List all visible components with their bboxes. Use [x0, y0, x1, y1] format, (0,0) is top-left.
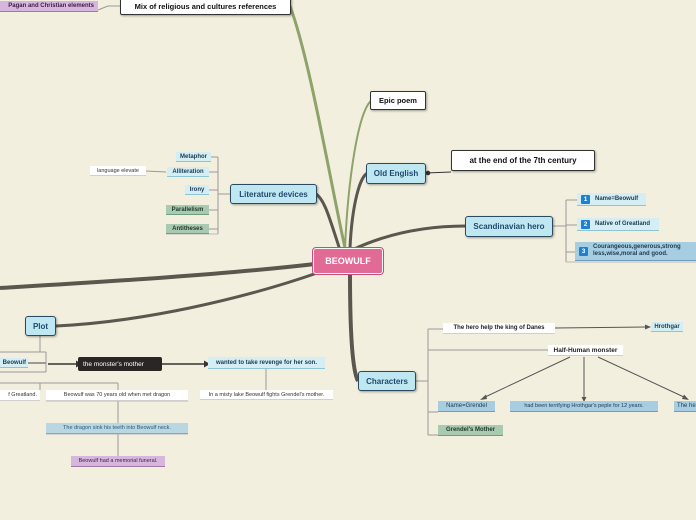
plot-beowulf[interactable]: Beowulf — [0, 358, 28, 368]
char-the-he[interactable]: The he — [674, 401, 696, 412]
char-hero-helps-king[interactable]: The hero help the king of Danes — [443, 323, 555, 334]
device-parallelism[interactable]: Parallelism — [166, 205, 209, 215]
number-2-icon: 2 — [581, 219, 590, 229]
pagan-christian-subtopic[interactable]: Pagan and Christian elements — [0, 1, 98, 12]
central-topic-beowulf[interactable]: BEOWULF — [313, 248, 383, 274]
plot-dragon[interactable]: The dragon sink his teeth into Beowulf n… — [46, 423, 188, 434]
hero-fact-label: Name=Beowulf — [595, 196, 639, 202]
hero-fact-traits[interactable]: 3 Courangeous,generous,strong less,wise,… — [575, 242, 696, 261]
char-half-human-monster[interactable]: Half-Human monster — [548, 345, 623, 356]
characters-topic[interactable]: Characters — [358, 371, 416, 391]
char-name-grendel[interactable]: Name=Grendel — [438, 401, 495, 412]
hero-fact-native[interactable]: 2 Native of Greatland — [577, 218, 659, 231]
language-elevate-note[interactable]: language elevate — [90, 166, 146, 176]
char-grendels-mother[interactable]: Grendel's Mother — [438, 425, 503, 436]
plot-monster-mother[interactable]: the monster's mother — [78, 357, 162, 371]
number-1-icon: 1 — [581, 194, 590, 204]
old-english-topic[interactable]: Old English — [366, 163, 426, 184]
device-irony[interactable]: Irony — [185, 185, 209, 195]
literature-devices-topic[interactable]: Literature devices — [230, 184, 317, 204]
epic-poem-topic[interactable]: Epic poem — [370, 91, 426, 110]
plot-greatland[interactable]: f Greatland. — [0, 390, 40, 401]
device-metaphor[interactable]: Metaphor — [176, 152, 211, 162]
char-terrifying[interactable]: had been terrifying Hrothgar's peple for… — [510, 401, 658, 412]
device-alliteration[interactable]: Alliteration — [167, 167, 209, 177]
hero-fact-name[interactable]: 1 Name=Beowulf — [577, 193, 646, 206]
plot-revenge[interactable]: wanted to take revenge for her son. — [208, 357, 325, 369]
hero-fact-label: Courangeous,generous,strong less,wise,mo… — [593, 244, 681, 257]
mix-topic[interactable]: Mix of religious and cultures references — [120, 0, 291, 15]
char-hrothgar[interactable]: Hrothgar — [651, 322, 683, 332]
plot-funeral[interactable]: Beowulf had a memorial funeral. — [71, 456, 165, 467]
plot-topic[interactable]: Plot — [25, 316, 56, 336]
seventh-century-topic[interactable]: at the end of the 7th century — [451, 150, 595, 171]
plot-misty-lake[interactable]: In a misty lake Beowulf fights Grendel's… — [200, 390, 333, 400]
number-3-icon: 3 — [579, 246, 588, 256]
plot-seventy-years[interactable]: Beowulf was 70 years old when met dragon — [46, 390, 188, 401]
device-antitheses[interactable]: Antitheses — [166, 224, 209, 234]
scandinavian-hero-topic[interactable]: Scandinavian hero — [465, 216, 553, 237]
hero-fact-label: Native of Greatland — [595, 221, 651, 227]
